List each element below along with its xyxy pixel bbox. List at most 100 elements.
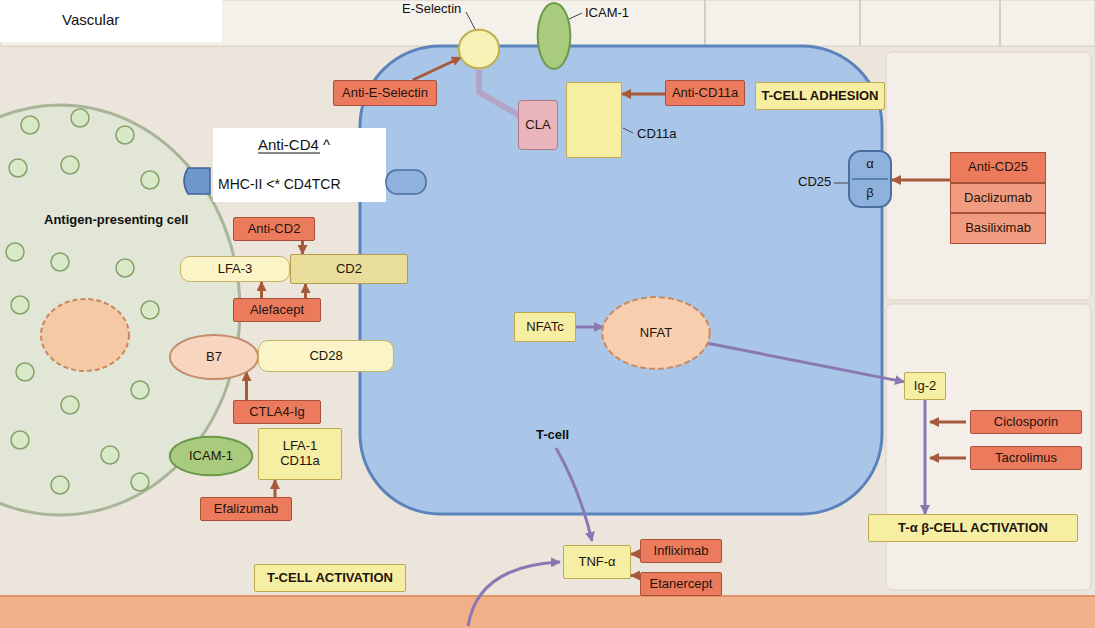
node-text: T-α β-CELL ACTIVATION — [898, 521, 1048, 536]
shape-fill — [538, 3, 571, 69]
drug-box: Ciclosporin — [970, 410, 1082, 434]
node-text: β — [866, 186, 873, 201]
arrow-connector — [631, 553, 640, 556]
inhibition-arrow — [930, 421, 966, 424]
shape-outline — [537, 0, 571, 72]
node-text: T-CELL ADHESION — [761, 89, 878, 104]
drug-box: Anti-E-Selectin — [333, 80, 437, 106]
nucleus-shape: NFAT — [600, 294, 712, 372]
node-text: Anti-CD25 — [950, 152, 1046, 183]
leader-line — [834, 183, 848, 184]
arrow-connector — [304, 284, 307, 298]
tcr-molecule — [386, 170, 426, 194]
drug-box: Infliximab — [640, 539, 722, 563]
text-label: Vascular — [62, 11, 119, 28]
node-text: B7 — [206, 350, 222, 365]
arrow-connector — [708, 343, 904, 382]
vesicle — [61, 156, 79, 174]
arrow-connector — [274, 480, 277, 497]
vesicle — [141, 171, 159, 189]
shape-fill — [602, 297, 710, 369]
heading-box: T-CELL ACTIVATION — [254, 564, 406, 592]
vesicle — [101, 446, 119, 464]
node-text: NFAT — [640, 326, 672, 341]
node-text: LFA-1 CD11a — [274, 439, 326, 469]
panel-divider — [999, 0, 1001, 46]
tissue-panel — [886, 304, 1091, 590]
node-text: NFATc — [526, 320, 563, 335]
cd2-molecule: CD2 — [290, 254, 408, 284]
vesicle — [11, 431, 29, 449]
cd25-receptor: CD25αβ — [848, 150, 892, 208]
vesicle — [116, 259, 134, 277]
panel-divider — [859, 0, 861, 46]
receptor-divider — [852, 178, 888, 180]
vesicle — [51, 476, 69, 494]
arrow-connector — [245, 372, 248, 400]
e-selectin-molecule: E-Selectin — [458, 28, 500, 70]
drug-box: Etanercept — [640, 572, 722, 596]
node-text: Infliximab — [654, 544, 709, 559]
node-text: CD2 — [336, 262, 362, 277]
arrow-connector — [892, 179, 950, 182]
arrow-connector — [260, 282, 263, 298]
shape-fill — [170, 335, 258, 379]
t-cell-body — [360, 46, 882, 514]
node-text: CTLA4-Ig — [249, 405, 305, 420]
release-arrow — [468, 562, 560, 626]
node-text: α — [866, 157, 874, 172]
text-label: T-cell — [536, 428, 569, 443]
cd28-molecule: CD28 — [258, 340, 394, 372]
b7-molecule: B7 — [168, 333, 260, 381]
shape-fill — [170, 437, 253, 476]
node-text: Ig-2 — [914, 379, 936, 394]
vesicle — [6, 243, 24, 261]
factor-box: NFATc — [514, 312, 576, 342]
text-label: MHC-II <* CD4TCR — [218, 176, 341, 192]
vesicle — [9, 159, 27, 177]
label-patch — [0, 0, 222, 42]
vesicle — [141, 301, 159, 319]
molecule-label: CD11a — [637, 127, 677, 142]
lfa-3-molecule: LFA-3 — [180, 256, 290, 282]
vesicle — [131, 473, 149, 491]
node-text: LFA-3 — [218, 262, 253, 277]
node-text: CLA — [525, 118, 550, 133]
drug-box: Anti-CD2 — [233, 217, 315, 241]
leader-line — [623, 128, 633, 133]
vesicle — [116, 126, 134, 144]
text-label: Antigen-presenting cell — [44, 213, 188, 228]
node-text: Ciclosporin — [994, 415, 1058, 430]
icam-1-molecule: ICAM-1 — [168, 435, 254, 477]
leader-line — [466, 12, 475, 29]
node-text: Anti-CD2 — [248, 222, 301, 237]
factor-box: Ig-2 — [904, 372, 946, 400]
mhc-molecule — [184, 168, 210, 194]
node-text: Anti-E-Selectin — [342, 86, 428, 101]
vesicle — [131, 381, 149, 399]
node-text: Tacrolimus — [995, 451, 1057, 466]
release-arrow — [556, 448, 592, 541]
node-text: Daclizumab — [950, 183, 1046, 214]
shape-fill — [459, 30, 499, 69]
arrow-connector — [924, 400, 927, 514]
text-label: Anti-CD4 ^ — [258, 136, 330, 153]
bottom-band-edge — [0, 595, 1095, 597]
vesicle — [11, 296, 29, 314]
node-text: Basiliximab — [950, 213, 1046, 244]
arrow-connector — [301, 241, 304, 254]
receptor-fill — [849, 151, 891, 207]
label-patch — [213, 128, 386, 202]
drug-box: Efalizumab — [200, 497, 292, 521]
drug-box: Anti-CD25DaclizumabBasiliximab — [950, 152, 1046, 244]
node-text: ICAM-1 — [189, 449, 233, 464]
vesicle — [71, 109, 89, 127]
arrow-connector — [576, 326, 603, 329]
apc-nucleus — [41, 299, 129, 371]
factor-box: TNF-α — [563, 545, 631, 579]
cd11a-molecule: CD11a — [566, 82, 622, 158]
icam-1-molecule: ICAM-1 — [537, 0, 571, 72]
tissue-panel — [886, 52, 1091, 300]
drug-box: Tacrolimus — [970, 446, 1082, 470]
node-text: CD28 — [309, 349, 342, 364]
